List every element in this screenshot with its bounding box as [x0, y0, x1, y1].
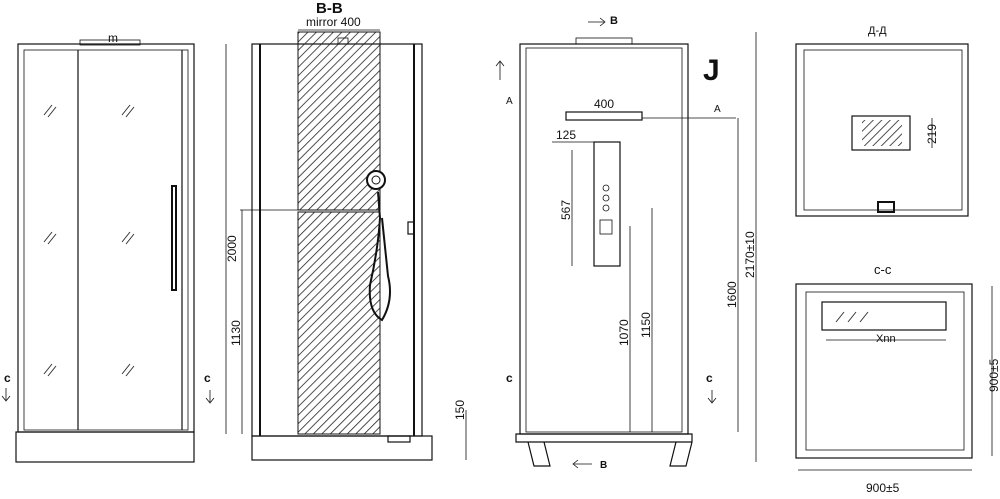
section-cc-outline: [795, 283, 973, 459]
overhead-shower-panel: [565, 111, 643, 121]
dim-total-height: 2000: [225, 235, 239, 262]
section-cc-inner: [805, 291, 965, 451]
section-dd: Д-Д 219: [795, 25, 969, 217]
dim-1150: 1150: [639, 312, 653, 338]
dim-1070: 1070: [617, 319, 631, 346]
section-dd-title: Д-Д: [868, 25, 887, 37]
back-cabin-inner: [525, 47, 683, 433]
back-cut-label-right: c: [706, 371, 713, 385]
control-knob-3: [602, 204, 610, 212]
drain-fixture: [387, 435, 411, 443]
control-knob-2: [602, 194, 610, 202]
section-cc-shelf-label: Xnn: [876, 333, 896, 345]
back-tray-legs: [515, 433, 693, 467]
section-bb-mirror-label: mirror 400: [306, 15, 361, 29]
hatched-panel-lower: [297, 211, 381, 435]
control-knob-1: [602, 184, 610, 192]
section-cc-shelf: [821, 301, 947, 331]
front-top-label: m: [108, 31, 118, 45]
dim-panel-depth: 125: [556, 128, 576, 142]
glass-reflection-icons: [43, 104, 135, 377]
hand-shower-icon: [366, 170, 391, 322]
section-cc-glass-icons: [835, 311, 869, 323]
door-handle: [171, 185, 177, 291]
dim-cc-width: 900±5: [866, 481, 900, 495]
dim-cc-depth: 900±5: [987, 358, 1000, 392]
section-dd-outline: [795, 43, 969, 217]
control-display: [599, 219, 613, 235]
dim-tray-height: 150: [453, 400, 467, 420]
back-view: B J 400 125 567 1070 1150 1600 2170±10 A…: [495, 15, 757, 471]
dim-1600: 1600: [725, 281, 739, 308]
front-cut-arrow-icon: [1, 388, 11, 402]
dim-panel-height: 567: [559, 200, 573, 220]
section-bb-door-knob: [407, 221, 415, 235]
back-section-a-arrow-icon: [495, 60, 505, 80]
section-cc-title: c-c: [874, 262, 892, 277]
dim-overall: 2170±10: [743, 231, 757, 278]
dim-handle-height: 1130: [229, 320, 243, 346]
control-panel: [593, 141, 621, 267]
section-bb-tray: [251, 435, 433, 461]
back-section-b-top-arrow-icon: [588, 17, 606, 27]
front-cut-label: c: [4, 371, 11, 385]
back-cut-label-left: c: [506, 371, 513, 385]
section-dd-inner: [803, 49, 963, 211]
back-section-b-bottom: B: [600, 460, 607, 471]
front-shower-tray: [15, 431, 195, 463]
section-cc: c-c Xnn 900±5 900±5: [795, 262, 1000, 495]
front-view: m c: [1, 31, 195, 463]
front-top-fixture: [79, 39, 141, 46]
back-cut-arrow-icon: [707, 390, 717, 404]
dim-panel-width: 400: [594, 97, 614, 111]
back-view-label: J: [703, 54, 720, 87]
front-cabin-inner-frame: [23, 49, 189, 431]
back-top-fixture: [575, 37, 633, 45]
section-dd-drain: [877, 201, 895, 213]
section-bb-title: B-B: [316, 0, 343, 17]
section-dd-nozzle-grid: [862, 120, 902, 146]
back-section-a-right: A: [714, 104, 721, 115]
section-bb-top-fixture: [337, 37, 349, 45]
section-dd-shower-head: [851, 115, 911, 151]
section-bb: B-B mirror 400 2000 1130 150 c: [204, 0, 467, 461]
back-section-a-left: A: [506, 96, 513, 107]
section-bb-cut-arrow-icon: [205, 390, 215, 404]
section-bb-cut-label: c: [204, 371, 211, 385]
dim-219: 219: [925, 124, 939, 144]
back-section-b-top: B: [610, 15, 618, 27]
back-section-b-bottom-arrow-icon: [572, 459, 592, 469]
